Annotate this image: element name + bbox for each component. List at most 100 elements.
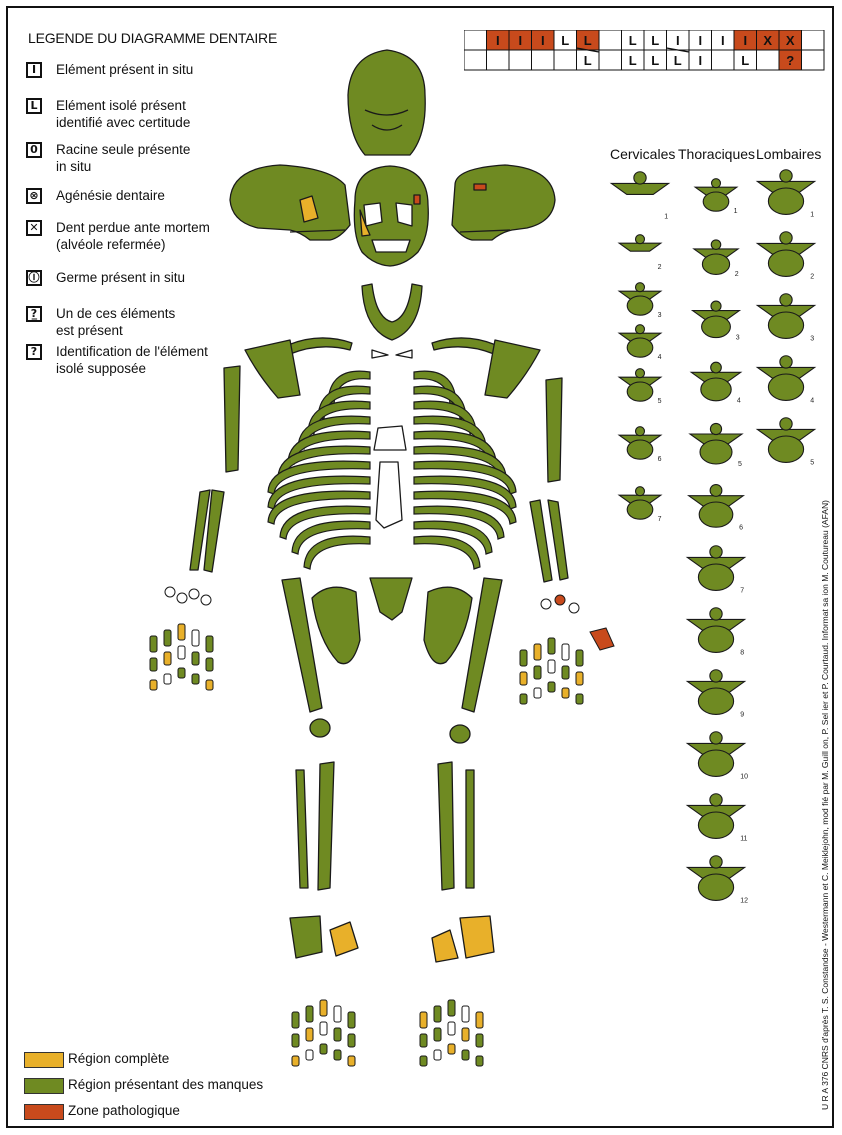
- cervical-vertebra: [619, 243, 661, 251]
- key-swatch-complete: [24, 1052, 64, 1068]
- right-foot-phalanx: [434, 1006, 441, 1022]
- right-hand-phalanx: [548, 660, 555, 673]
- right-foot-phalanx: [448, 1044, 455, 1054]
- mandible: [362, 284, 422, 340]
- left-foot-phalanx: [292, 1056, 299, 1066]
- credit-line: U R A 376 CNRS d'après T. S. Constandse …: [820, 500, 830, 1110]
- thoracic-vertebra-spine: [710, 546, 722, 558]
- thoracic-vertebra-spine: [711, 301, 721, 311]
- vertebra-number: 5: [738, 461, 742, 468]
- left-hand-phalanx: [164, 674, 171, 684]
- vertebra-number: 3: [658, 312, 662, 319]
- carpal-bone: [177, 593, 187, 603]
- thoracic-vertebra-spine: [712, 179, 721, 188]
- right-foot-phalanx: [476, 1056, 483, 1066]
- thoracic-vertebra-spine: [710, 856, 722, 868]
- carpal-bone: [201, 595, 211, 605]
- cervical-vertebra-body: [627, 338, 653, 357]
- left-foot-phalanx: [306, 1050, 313, 1060]
- right-hand-phalanx: [562, 688, 569, 698]
- lumbar-vertebra-body: [768, 374, 803, 400]
- cervical-vertebra-spine: [636, 487, 645, 496]
- thoracic-vertebra-spine: [710, 670, 722, 682]
- left-hand-phalanx: [164, 630, 171, 646]
- right-hand-phalanx: [520, 650, 527, 666]
- left-foot-phalanx: [334, 1050, 341, 1060]
- vertebra-number: 7: [740, 588, 744, 595]
- left-hand-phalanx: [206, 680, 213, 690]
- left-hand-phalanx: [150, 680, 157, 690]
- right-hand-phalanx: [562, 666, 569, 679]
- vertebra-number: 4: [658, 354, 662, 361]
- vertebra-number: 2: [735, 271, 739, 278]
- right-fibula: [466, 770, 474, 888]
- thoracic-vertebra-body: [699, 502, 733, 527]
- left-hand-phalanx: [206, 658, 213, 671]
- vertebra-number: 12: [740, 898, 748, 905]
- key-swatch-partial: [24, 1078, 64, 1094]
- left-foot-phalanx: [320, 1022, 327, 1035]
- sacrum: [370, 578, 412, 620]
- thoracic-vertebra-body: [698, 626, 733, 652]
- vertebra-number: 9: [740, 712, 744, 719]
- right-hand-phalanx: [534, 688, 541, 698]
- hand-foot-bones: [150, 587, 614, 1066]
- thoracic-vertebra-body: [702, 254, 729, 274]
- sternum: [374, 426, 406, 528]
- pathological-metacarpal: [590, 628, 614, 650]
- vertebra-number: 2: [658, 264, 662, 271]
- lumbar-vertebra-spine: [780, 232, 792, 244]
- vertebra-number: 3: [736, 334, 740, 341]
- lumbar-vertebra-spine: [780, 294, 792, 306]
- thoracic-vertebra-spine: [710, 794, 722, 806]
- thoracic-vertebra-body: [701, 378, 731, 401]
- left-hand-phalanx: [150, 658, 157, 671]
- key-label-partial: Région présentant des manques: [68, 1077, 263, 1092]
- left-foot-phalanx: [292, 1034, 299, 1047]
- right-humerus: [546, 378, 562, 482]
- skull-right-lateral: [452, 165, 555, 240]
- lumbar-vertebra-body: [768, 250, 803, 276]
- skull-left-lateral: [230, 165, 350, 240]
- cervical-vertebra-spine: [634, 172, 646, 184]
- left-foot-phalanx: [320, 1044, 327, 1054]
- left-hand-phalanx: [192, 652, 199, 665]
- left-foot-phalanx: [292, 1012, 299, 1028]
- key-label-pathology: Zone pathologique: [68, 1103, 180, 1118]
- left-hand-phalanx: [178, 668, 185, 678]
- lumbar-vertebra-body: [768, 436, 803, 462]
- left-foot-phalanx: [348, 1012, 355, 1028]
- thoracic-vertebra-body: [698, 688, 733, 714]
- thoracic-vertebra-body: [698, 564, 733, 590]
- left-hand-phalanx: [164, 652, 171, 665]
- right-tibia: [438, 762, 454, 890]
- left-hand-phalanx: [178, 624, 185, 640]
- right-calcaneus: [460, 916, 494, 958]
- right-hip-bone: [424, 587, 472, 663]
- vertebra-number: 11: [740, 836, 747, 843]
- left-hand-phalanx: [192, 674, 199, 684]
- carpal-bone: [541, 599, 551, 609]
- left-humerus: [224, 366, 240, 472]
- carpal-bone: [569, 603, 579, 613]
- thoracic-vertebra-spine: [710, 732, 722, 744]
- thoracic-vertebra-spine: [711, 240, 721, 250]
- right-foot-phalanx: [448, 1000, 455, 1016]
- left-hip-bone: [312, 587, 360, 663]
- left-foot-phalanx: [306, 1006, 313, 1022]
- left-tibia: [318, 762, 334, 890]
- left-hand-phalanx: [206, 636, 213, 652]
- thoracic-vertebra-spine: [710, 423, 721, 434]
- right-foot-phalanx: [434, 1050, 441, 1060]
- vertebra-number: 8: [740, 650, 744, 657]
- right-foot-phalanx: [434, 1028, 441, 1041]
- thoracic-vertebra-body: [698, 750, 733, 776]
- left-rib: [304, 536, 370, 569]
- right-clavicle: [432, 338, 496, 354]
- right-hand-phalanx: [534, 644, 541, 660]
- thoracic-vertebra-spine: [710, 608, 722, 620]
- cervical-vertebra-body: [627, 500, 653, 519]
- right-hand-phalanx: [520, 672, 527, 685]
- thoracic-vertebra-body: [698, 874, 733, 900]
